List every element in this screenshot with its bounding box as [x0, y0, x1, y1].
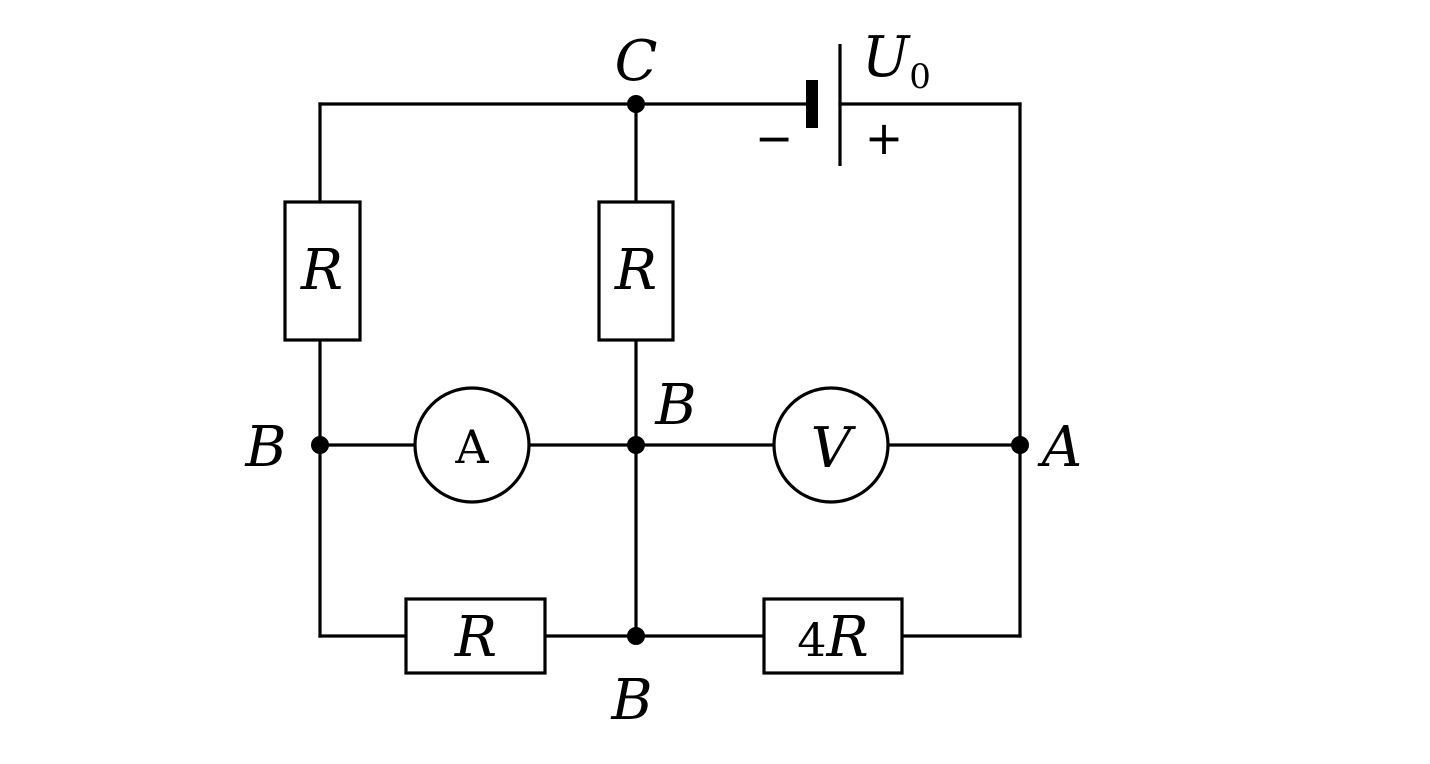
ammeter: A — [413, 386, 531, 504]
node-label-bottom-middle: B — [610, 668, 652, 733]
wires — [318, 102, 1022, 638]
resistor-bottom-right-label: 4R — [797, 605, 868, 670]
battery-negative-sign: − — [755, 111, 794, 165]
resistor-bottom-left-body — [404, 597, 547, 675]
node-label-top-middle: C — [615, 29, 658, 94]
resistor-top-left-body — [283, 200, 362, 342]
voltmeter-body — [772, 386, 890, 504]
resistor-top-middle: R — [597, 200, 675, 342]
source-label: U0 — [862, 25, 931, 97]
resistor-top-middle-label: R — [614, 238, 657, 303]
ammeter-label: A — [454, 420, 489, 474]
battery-positive-sign: + — [865, 111, 904, 165]
node-label-right-middle: A — [1037, 415, 1082, 480]
junctions — [311, 95, 1029, 645]
ammeter-body — [413, 386, 531, 504]
resistor-bottom-right-body — [762, 597, 904, 675]
resistor-bottom-right-symbol: R — [826, 605, 869, 670]
junction-top-middle — [627, 95, 645, 113]
junction-bottom-middle — [627, 627, 645, 645]
junction-right — [1011, 436, 1029, 454]
node-label-center: B — [654, 373, 696, 438]
node-label-left-middle: B — [244, 415, 286, 480]
resistor-bottom-right: 4R — [762, 597, 904, 675]
battery — [806, 44, 842, 166]
resistor-top-middle-body — [597, 200, 675, 342]
junction-center — [627, 436, 645, 454]
voltmeter-label: V — [811, 416, 857, 481]
resistor-top-left: R — [283, 200, 362, 342]
resistor-bottom-left: R — [404, 597, 547, 675]
source-symbol: U — [862, 25, 911, 90]
junction-left — [311, 436, 329, 454]
resistor-bottom-left-label: R — [454, 605, 497, 670]
resistor-bottom-right-coefficient: 4 — [797, 613, 826, 667]
voltmeter: V — [772, 386, 890, 504]
source-subscript: 0 — [909, 57, 931, 97]
resistor-top-left-label: R — [300, 238, 343, 303]
